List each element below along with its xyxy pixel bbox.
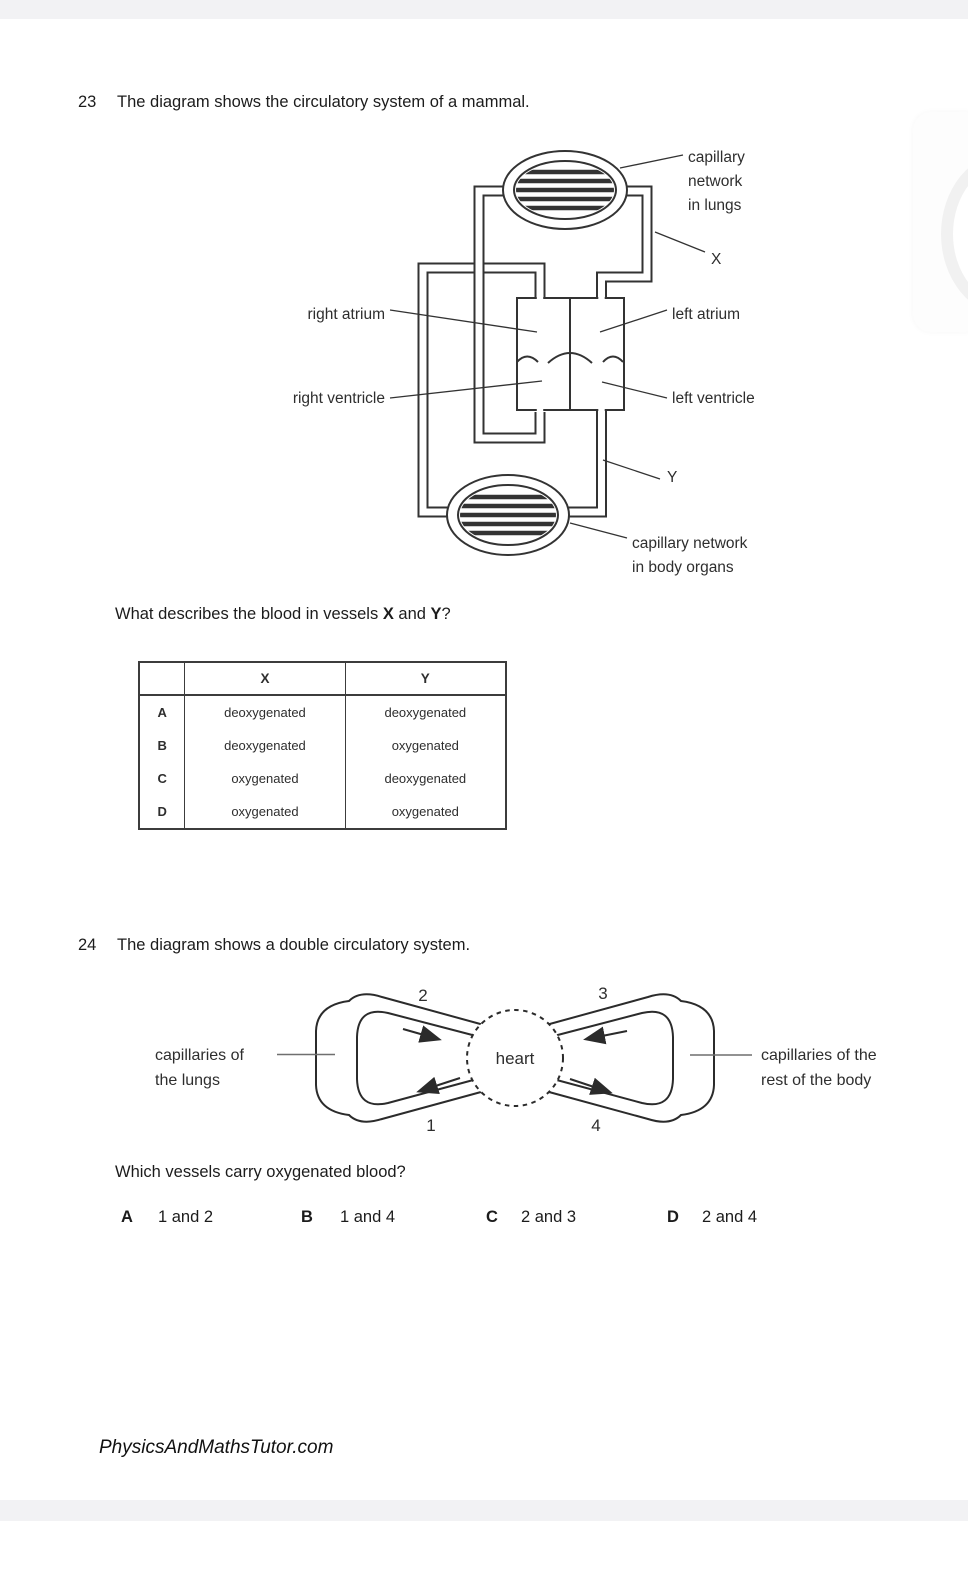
label-right-ventricle: right ventricle <box>293 390 385 407</box>
row-letter: D <box>157 804 167 819</box>
q23-question: What describes the blood in vessels X an… <box>115 605 451 624</box>
q23-question-mid: and <box>393 605 431 623</box>
body-circuit-loop <box>545 993 715 1123</box>
label-right-atrium: right atrium <box>307 306 385 323</box>
table-row: A deoxygenated deoxygenated <box>139 695 506 729</box>
vessel-2-label: 2 <box>418 986 427 1005</box>
label-left-ventricle: left ventricle <box>672 390 755 407</box>
option-letter-b: B <box>301 1208 313 1226</box>
option-text-b: 1 and 4 <box>340 1208 396 1226</box>
vessel-1-label: 1 <box>426 1116 435 1135</box>
option-text-d: 2 and 4 <box>702 1208 758 1226</box>
q23-question-y: Y <box>430 605 442 623</box>
lungs-capillary-ellipse <box>502 150 628 230</box>
q23-question-prefix: What describes the blood in vessels <box>115 605 383 623</box>
body-capillary-ellipse <box>446 474 570 556</box>
vessel-4-label: 4 <box>591 1116 600 1135</box>
table-row: C oxygenated deoxygenated <box>139 762 506 795</box>
table-header-x: X <box>184 662 346 696</box>
q23-answer-table: X Y A deoxygenated deoxygenated B deoxyg… <box>138 661 507 830</box>
table-row: B deoxygenated oxygenated <box>139 729 506 762</box>
option-letter-d: D <box>667 1208 679 1226</box>
label-lung-capillaries-2: the lungs <box>155 1072 220 1089</box>
viewer-top-gap <box>0 0 968 19</box>
leader-lines <box>389 154 706 539</box>
label-body-capillaries-2: rest of the body <box>761 1072 871 1089</box>
leader-lines <box>277 1053 752 1056</box>
q23-question-x: X <box>382 605 394 623</box>
row-y-value: oxygenated <box>344 729 506 762</box>
row-x-value: deoxygenated <box>184 729 346 762</box>
q24-number: 24 <box>78 936 97 954</box>
row-y-value: oxygenated <box>344 795 506 829</box>
lung-circuit-loop <box>315 993 485 1123</box>
table-header-row: X Y <box>139 662 506 696</box>
edge-floating-widget[interactable] <box>913 112 968 332</box>
row-y-value: deoxygenated <box>344 695 506 729</box>
row-x-value: deoxygenated <box>184 695 346 729</box>
site-watermark: PhysicsAndMathsTutor.com <box>99 1437 334 1458</box>
viewer-page-gap <box>0 1500 968 1521</box>
label-vessel-y: Y <box>667 469 677 486</box>
systemic-vessel-pipes <box>417 262 607 518</box>
table-header-y: Y <box>344 662 506 696</box>
table-row: D oxygenated oxygenated <box>139 795 506 829</box>
row-x-value: oxygenated <box>184 762 346 795</box>
q23-question-suffix: ? <box>441 605 451 623</box>
q24-stem: The diagram shows a double circulatory s… <box>117 936 471 954</box>
option-letter-c: C <box>486 1208 498 1226</box>
q24-question: Which vessels carry oxygenated blood? <box>115 1163 406 1181</box>
q23-circulatory-diagram: capillary network in lungs X right atriu… <box>293 149 755 576</box>
q24-double-circulation-diagram: heart 2 3 1 4 capillaries of the lungs c… <box>155 984 877 1135</box>
option-letter-a: A <box>121 1208 133 1226</box>
q23-number: 23 <box>78 93 97 111</box>
label-vessel-x: X <box>711 251 722 268</box>
label-capillary-lungs-2: network <box>688 173 743 190</box>
flow-arrows <box>402 1025 628 1095</box>
heart-label: heart <box>496 1049 535 1068</box>
option-text-a: 1 and 2 <box>158 1208 214 1226</box>
option-text-c: 2 and 3 <box>521 1208 577 1226</box>
heart-circle: heart <box>466 1009 564 1107</box>
label-capillary-body-2: in body organs <box>632 559 734 576</box>
label-lung-capillaries-1: capillaries of <box>155 1047 244 1064</box>
heart-chambers <box>516 296 625 412</box>
row-letter: B <box>157 738 167 753</box>
label-body-capillaries-1: capillaries of the <box>761 1047 877 1064</box>
label-left-atrium: left atrium <box>672 306 740 323</box>
label-capillary-lungs-3: in lungs <box>688 197 742 214</box>
edge-widget-arc <box>941 152 968 316</box>
q24-options: A 1 and 2 B 1 and 4 C 2 and 3 D 2 and 4 <box>0 1208 968 1232</box>
table-corner-cell <box>139 662 185 696</box>
label-capillary-lungs-1: capillary <box>688 149 745 166</box>
vessel-3-label: 3 <box>598 984 607 1003</box>
label-capillary-body-1: capillary network <box>632 535 748 552</box>
row-x-value: oxygenated <box>184 795 346 829</box>
row-letter: A <box>157 705 167 720</box>
row-letter: C <box>157 771 167 786</box>
row-y-value: deoxygenated <box>344 762 506 795</box>
q23-stem: The diagram shows the circulatory system… <box>117 93 530 111</box>
